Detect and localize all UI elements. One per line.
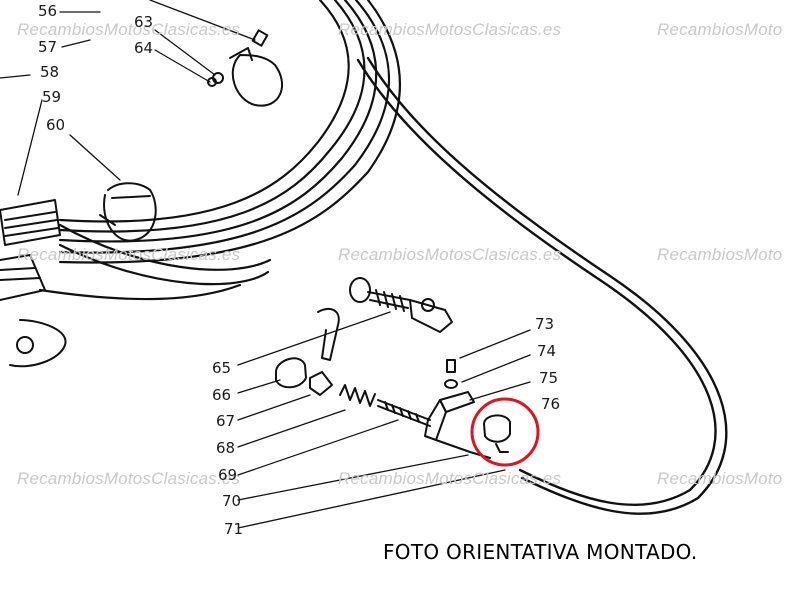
caption: FOTO ORIENTATIVA MONTADO. [383,540,698,564]
part-number-74: 74 [537,342,557,360]
part-number-68: 68 [216,439,236,457]
highlight-circle [470,397,540,467]
watermark: RecambiosMotosClasicas.es [17,469,241,488]
part-number-75: 75 [539,369,559,387]
part-number-57: 57 [38,38,58,56]
part-number-70: 70 [222,492,242,510]
part-number-66: 66 [212,386,232,404]
part-number-69: 69 [218,466,238,484]
clip-60 [99,182,157,242]
adjuster-65 [317,277,453,361]
part-number-64: 64 [134,39,154,57]
part-number-71: 71 [224,520,244,538]
part-number-65: 65 [212,359,232,377]
part-number-56: 56 [38,2,58,20]
part-number-63: 63 [134,13,154,31]
part-number-60: 60 [46,116,66,134]
cable-bundle [38,0,402,301]
part-number-67: 67 [216,412,236,430]
leader-lines [0,0,531,529]
parts-66-67 [275,357,333,396]
watermark: RecambiosMoto [657,469,783,488]
watermark: RecambiosMoto [657,20,783,39]
part-number-59: 59 [42,88,62,106]
watermark: RecambiosMotosClasicas.es [338,20,562,39]
watermark: RecambiosMotosClasicas.es [338,245,562,264]
watermark: RecambiosMotosClasicas.es [17,245,241,264]
clamp-63-64 [207,29,284,107]
part-number-76: 76 [541,395,561,413]
part-number-58: 58 [40,63,60,81]
parts-68-69 [339,384,431,427]
nipple-76 [483,414,511,453]
watermark: RecambiosMotosClasicas.es [17,20,241,39]
part-number-73: 73 [535,315,555,333]
watermark: RecambiosMotosClasicas.es [338,469,562,488]
watermark: RecambiosMoto [657,245,783,264]
long-cable [356,56,728,515]
footrest [0,199,67,368]
